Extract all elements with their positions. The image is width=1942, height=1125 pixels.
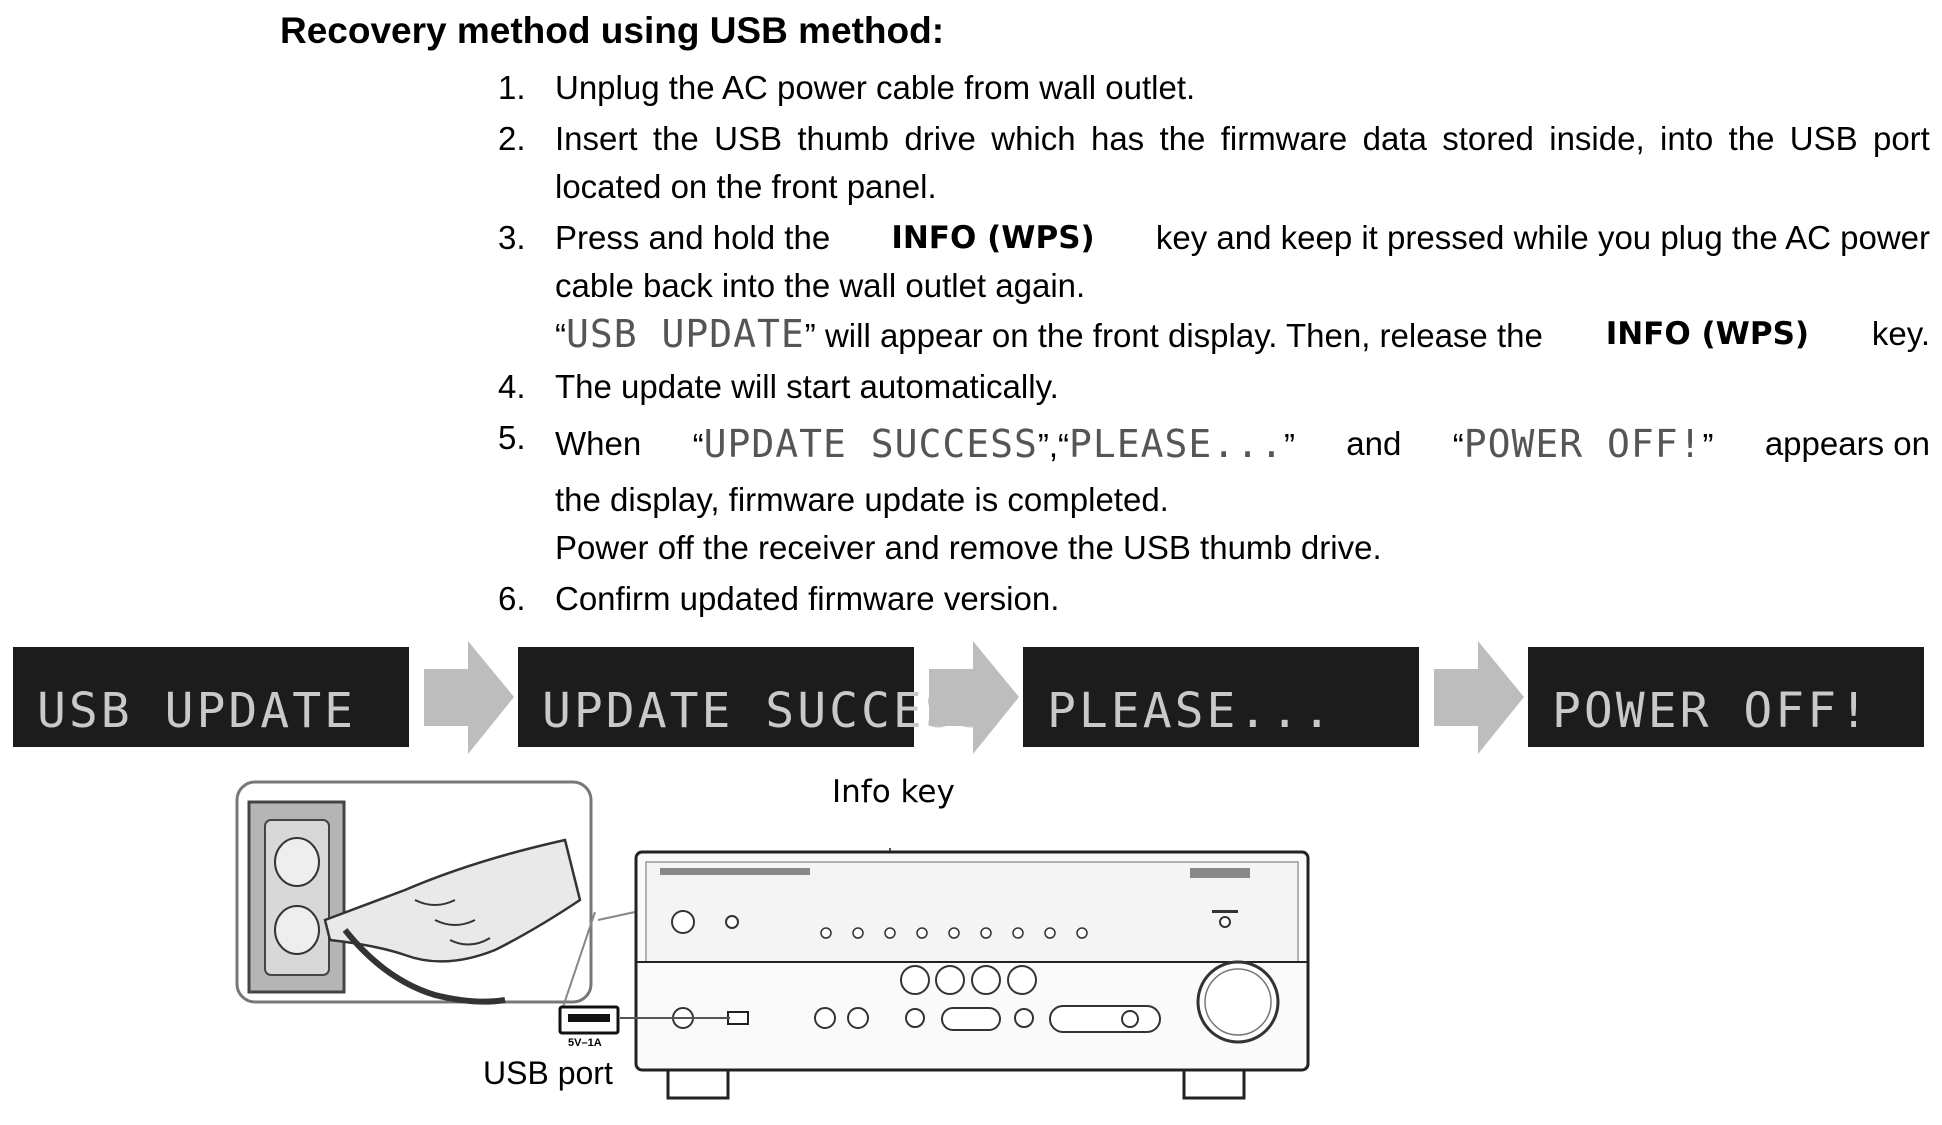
step-number: 1.	[498, 69, 526, 106]
receiver-front-panel-illustration	[620, 848, 1310, 1100]
lcd-display-usb-update: USB UPDATE	[13, 647, 409, 747]
word: inside,	[1549, 120, 1645, 157]
word: thumb	[797, 120, 890, 157]
inline-display-update-success: UPDATE SUCCESS	[703, 422, 1038, 466]
inline-display-power-off: POWER OFF!	[1463, 422, 1703, 466]
usb-port-icon	[558, 1005, 620, 1035]
display-quote: “UPDATE SUCCESS”,“PLEASE...”	[692, 422, 1295, 466]
lcd-display-please: PLEASE...	[1023, 647, 1419, 747]
step-number: 6.	[498, 580, 526, 617]
word: port	[1872, 120, 1930, 157]
arrow-right-icon	[929, 641, 1019, 754]
display-quote: “POWER OFF!”	[1452, 422, 1714, 466]
step-5-appears: appears on	[1764, 425, 1930, 462]
word: the	[1728, 120, 1775, 157]
step-4: 4. The update will start automatically.	[498, 363, 1930, 411]
arrow-right-icon	[1434, 641, 1524, 754]
step-2-line-2: located on the front panel.	[555, 168, 937, 205]
info-wps-key-label: INFO (WPS)	[1605, 316, 1810, 352]
word: firmware	[1220, 120, 1348, 157]
step-2: 2. Insert the USB thumb drive which has …	[498, 115, 1930, 211]
step-number: 4.	[498, 368, 526, 405]
word: USB	[1789, 120, 1858, 157]
info-key-label: Info key	[832, 774, 955, 810]
lcd-display-update-success: UPDATE SUCCESS	[518, 647, 986, 747]
step-number: 3.	[498, 219, 526, 256]
step-1: 1. Unplug the AC power cable from wall o…	[498, 64, 1930, 112]
word: data	[1362, 120, 1427, 157]
word: USB	[714, 120, 782, 157]
step-3-post: key and keep it pressed while you plug t…	[1155, 219, 1930, 256]
word: the	[1159, 120, 1206, 157]
usb-rating-label: 5V–1A	[568, 1037, 602, 1049]
step-text: Confirm updated firmware version.	[555, 580, 1060, 617]
step-2-line-1: Insert the USB thumb drive which has the…	[555, 115, 1930, 163]
step-3: 3. Press and hold the INFO (WPS) key and…	[498, 214, 1930, 360]
step-5-line-2: the display, firmware update is complete…	[555, 481, 1169, 518]
steps-list: 1. Unplug the AC power cable from wall o…	[498, 64, 1930, 626]
usb-port-label: USB port	[483, 1055, 613, 1091]
step-5-line-3: Power off the receiver and remove the US…	[555, 529, 1382, 566]
word: has	[1090, 120, 1145, 157]
step-3-line-2: cable back into the wall outlet again.	[555, 267, 1086, 304]
step-6: 6. Confirm updated firmware version.	[498, 575, 1930, 623]
inset-connector-lines	[561, 911, 636, 1011]
step-3-end: key.	[1871, 315, 1930, 352]
step-5-and: and	[1346, 425, 1402, 462]
wall-outlet-illustration	[235, 780, 593, 1005]
word: into	[1659, 120, 1714, 157]
word: stored	[1442, 120, 1534, 157]
step-3-line-1: Press and hold the INFO (WPS) key and ke…	[555, 214, 1930, 262]
word: which	[991, 120, 1076, 157]
step-text: Unplug the AC power cable from wall outl…	[555, 69, 1196, 106]
step-text: The update will start automatically.	[555, 368, 1059, 405]
lcd-display-power-off: POWER OFF!	[1528, 647, 1924, 747]
step-number: 5.	[498, 419, 526, 456]
step-5-line-1: When “UPDATE SUCCESS”,“PLEASE...” and “P…	[555, 414, 1930, 476]
page-title: Recovery method using USB method:	[280, 10, 945, 51]
inline-display-please: PLEASE...	[1069, 422, 1284, 466]
step-3-line-3: “USB UPDATE” will appear on the front di…	[555, 310, 1930, 360]
word: the	[652, 120, 699, 157]
word: Insert	[555, 120, 638, 157]
step-5: 5. When “UPDATE SUCCESS”,“PLEASE...” and…	[498, 414, 1930, 572]
step-5-when: When	[555, 425, 642, 462]
inline-display-usb-update: USB UPDATE	[566, 312, 805, 356]
display-quote: “USB UPDATE” will appear on the front di…	[555, 312, 1543, 356]
info-wps-key-label: INFO (WPS)	[891, 220, 1095, 256]
arrow-right-icon	[424, 641, 514, 754]
step-3-pre: Press and hold the	[555, 219, 831, 256]
word: drive	[904, 120, 976, 157]
step-number: 2.	[498, 120, 526, 157]
